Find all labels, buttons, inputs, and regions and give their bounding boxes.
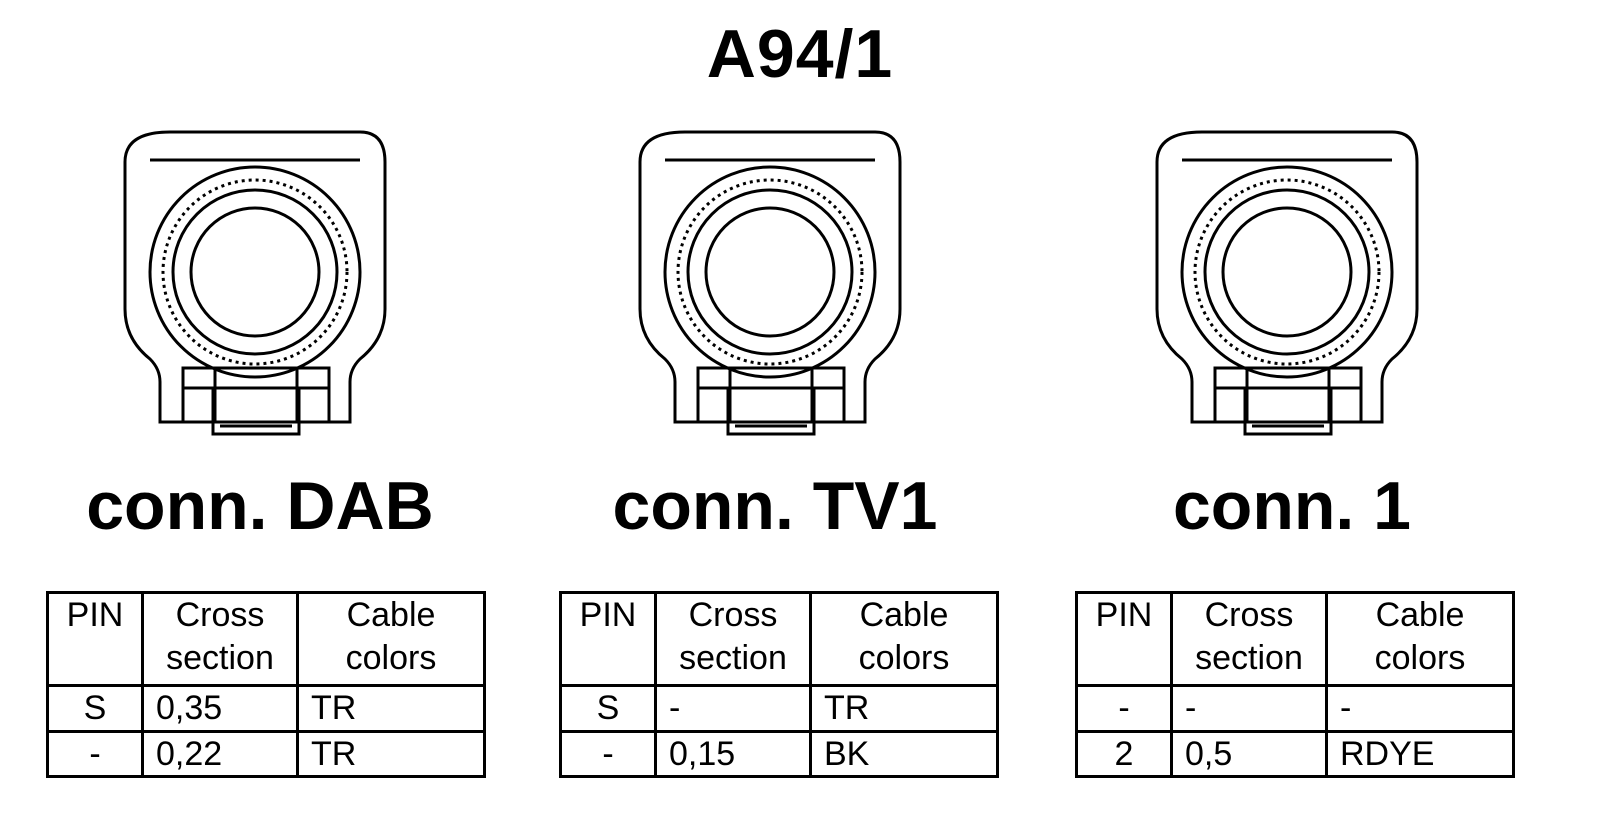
connector-shape — [638, 130, 902, 436]
table-row: - - - — [1075, 684, 1515, 733]
cell-pin: S — [46, 684, 144, 733]
cell-cross-section: - — [654, 684, 812, 733]
cell-cable-color: RDYE — [1325, 729, 1515, 778]
header-pin: PIN — [1075, 591, 1173, 687]
connector-label: conn. 1 — [1172, 468, 1412, 544]
cell-cable-color: BK — [809, 729, 999, 778]
connector-shape — [1155, 130, 1419, 436]
cell-pin: - — [559, 729, 657, 778]
cell-cross-section: 0,15 — [654, 729, 812, 778]
cell-pin: - — [1075, 684, 1173, 733]
connector-tv1-drawing — [638, 130, 902, 436]
header-pin: PIN — [46, 591, 144, 687]
cell-pin: S — [559, 684, 657, 733]
cell-cross-section: 0,5 — [1170, 729, 1328, 778]
table-row: S - TR — [559, 684, 999, 733]
connector-shape — [123, 130, 387, 436]
cell-cross-section: - — [1170, 684, 1328, 733]
cell-cable-color: - — [1325, 684, 1515, 733]
table-row: 2 0,5 RDYE — [1075, 729, 1515, 778]
page-title: A94/1 — [706, 16, 894, 92]
cell-pin: 2 — [1075, 729, 1173, 778]
table-row: - 0,15 BK — [559, 729, 999, 778]
connector-label: conn. TV1 — [612, 468, 938, 544]
cell-pin: - — [46, 729, 144, 778]
cell-cable-color: TR — [809, 684, 999, 733]
table-row: S 0,35 TR — [46, 684, 486, 733]
header-pin: PIN — [559, 591, 657, 687]
cell-cross-section: 0,35 — [141, 684, 299, 733]
cell-cable-color: TR — [296, 684, 486, 733]
cell-cable-color: TR — [296, 729, 486, 778]
connector-dab-drawing — [123, 130, 387, 436]
cell-cross-section: 0,22 — [141, 729, 299, 778]
table-row: - 0,22 TR — [46, 729, 486, 778]
connector-label: conn. DAB — [86, 468, 434, 544]
connector-1-drawing — [1155, 130, 1419, 436]
